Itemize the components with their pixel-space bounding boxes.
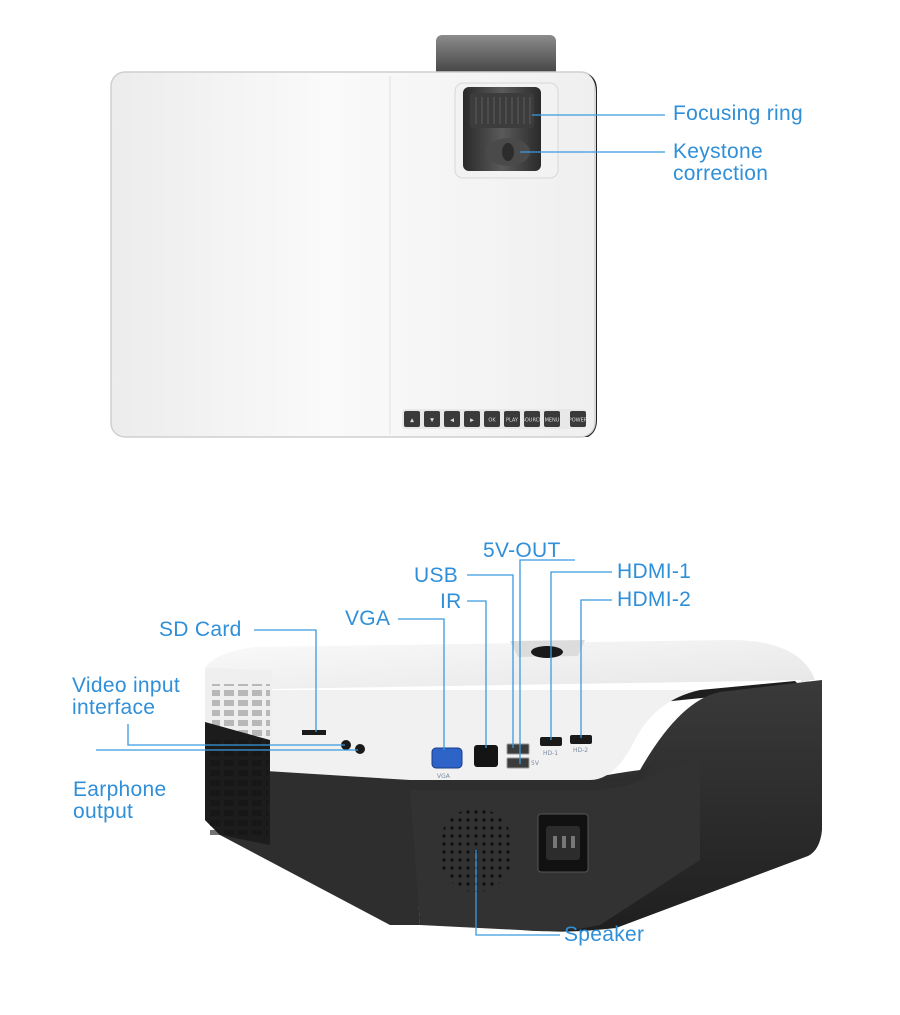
control-button-label: OK: [488, 418, 496, 424]
vga-port: [431, 747, 463, 769]
earphone-jack: [355, 744, 365, 754]
hdmi-2-printed-label: HD-2: [573, 747, 588, 754]
control-button: [484, 411, 500, 427]
control-button-label: MENU: [545, 418, 560, 424]
ir-receiver: [474, 745, 498, 767]
control-button: [544, 411, 560, 427]
earphone-output-label: Earphone output: [73, 778, 167, 823]
control-button: [444, 411, 460, 427]
five-v-printed-label: 5V: [531, 760, 540, 767]
control-button-label: POWER: [569, 418, 588, 424]
av-jack: [341, 740, 351, 750]
hdmi-1-label: HDMI-1: [617, 560, 692, 583]
five-v-out-port: [506, 757, 530, 769]
control-button-label: ▶: [470, 418, 474, 424]
sd-card-slot: [302, 730, 326, 735]
leader-lines: [96, 114, 665, 936]
control-button: [404, 411, 420, 427]
control-button-label: ▲: [410, 418, 414, 424]
control-button: [424, 411, 440, 427]
video-input-label: Video input interface: [72, 674, 181, 719]
hdmi-1-port: [540, 737, 562, 746]
control-button: [464, 411, 480, 427]
focusing-ring-label: Focusing ring: [673, 102, 803, 125]
lens-cap: [436, 35, 556, 77]
control-button-label: ▼: [430, 418, 434, 424]
usb-port: [506, 743, 530, 755]
vga-label: VGA: [345, 607, 391, 630]
control-button: [570, 411, 586, 427]
hdmi-2-label: HDMI-2: [617, 588, 692, 611]
control-button: [504, 411, 520, 427]
five-v-out-label: 5V-OUT: [483, 539, 561, 562]
control-button-label: ◀: [450, 418, 454, 424]
ir-label: IR: [440, 590, 462, 613]
control-button-label: SOURCE: [522, 418, 543, 424]
vga-printed-label: VGA: [437, 773, 451, 780]
control-button-label: PLAY: [506, 418, 519, 424]
hdmi-2-port: [570, 735, 592, 744]
sd-card-label: SD Card: [159, 618, 242, 641]
hdmi-1-printed-label: HD-1: [543, 750, 558, 757]
usb-label: USB: [414, 564, 459, 587]
rear-view-projector: VGA 5V HD-1 HD-2: [205, 640, 822, 932]
speaker-label: Speaker: [564, 923, 645, 946]
control-button: [524, 411, 540, 427]
keystone-correction-label: Keystone correction: [673, 140, 769, 185]
